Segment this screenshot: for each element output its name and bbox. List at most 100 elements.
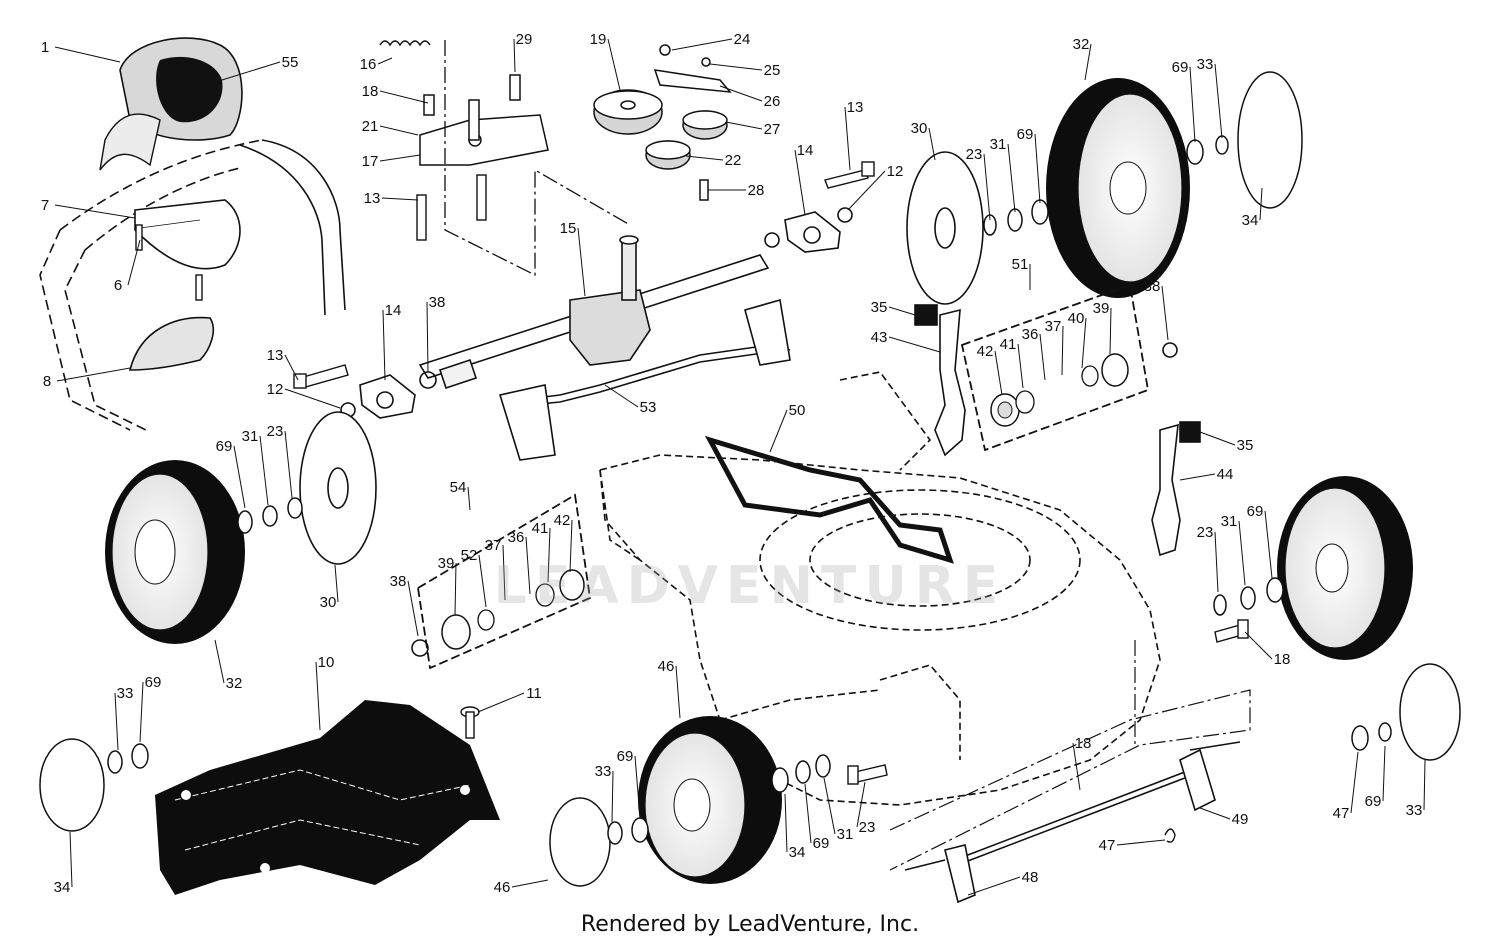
leader-line (1084, 43, 1092, 81)
leader-line (284, 354, 299, 381)
control-housing (99, 37, 243, 171)
leader-line (671, 38, 733, 51)
leader-line (379, 125, 419, 136)
leader-line (1179, 473, 1216, 481)
part-number-label: 35 (871, 299, 888, 316)
leader-line (315, 661, 321, 731)
part-number-label: 14 (385, 302, 402, 319)
part-number-label: 30 (911, 120, 928, 137)
leader-line (611, 770, 614, 823)
leader-line (1189, 66, 1196, 143)
leader-line (888, 306, 916, 316)
part-number-label: 41 (1000, 336, 1017, 353)
part-number-label: 69 (1365, 793, 1382, 810)
leader-line (454, 562, 457, 616)
leader-line (804, 783, 812, 844)
rear-height-adjuster (914, 304, 966, 457)
leader-line (983, 153, 991, 221)
leader-line (634, 755, 641, 819)
mounting-plate (134, 199, 241, 270)
leader-line (502, 544, 506, 601)
part-number-label: 35 (1237, 437, 1254, 454)
leader-line (823, 777, 836, 835)
part-number-label: 22 (725, 152, 742, 169)
part-number-label: 29 (516, 31, 533, 48)
part-number-label: 13 (364, 190, 381, 207)
part-number-label: 26 (764, 93, 781, 110)
leader-line (233, 445, 246, 509)
hub-caps (39, 71, 1461, 887)
part-number-label: 55 (282, 54, 299, 71)
part-number-label: 32 (1073, 36, 1090, 53)
mower-deck (599, 371, 1161, 806)
part-number-label: 69 (1017, 126, 1034, 143)
part-number-label: 50 (789, 402, 806, 419)
part-number-label: 10 (318, 654, 335, 671)
part-number-label: 69 (145, 674, 162, 691)
leader-line (569, 519, 573, 573)
leader-line (1214, 531, 1219, 593)
leader-line (1199, 807, 1231, 820)
leader-line (511, 879, 549, 888)
gear-kit-51 (960, 283, 1150, 452)
leader-line (607, 38, 621, 91)
leader-line (1039, 333, 1046, 381)
shield-screw (460, 706, 480, 739)
handle-cover (128, 316, 215, 371)
part-number-label: 46 (494, 879, 511, 896)
part-number-label: 12 (267, 381, 284, 398)
leader-line (928, 127, 936, 161)
leader-line (139, 681, 144, 743)
wheel-front-left (638, 716, 782, 884)
part-number-label: 34 (789, 844, 806, 861)
leader-line (1350, 751, 1359, 814)
leader-line (719, 85, 763, 102)
part-number-label: 28 (748, 182, 765, 199)
leader-line (856, 781, 866, 828)
leader-line (784, 793, 788, 853)
part-number-label: 38 (1144, 278, 1161, 295)
leader-line (1081, 317, 1087, 369)
part-number-label: 36 (1022, 326, 1039, 343)
part-number-label: 33 (1406, 802, 1423, 819)
leader-line (1017, 343, 1024, 389)
leader-line (513, 38, 516, 73)
part-number-label: 33 (595, 763, 612, 780)
part-number-label: 46 (658, 658, 675, 675)
hairpin-clip (1164, 828, 1176, 843)
axle-bolts (847, 619, 1249, 785)
footer-credit: Rendered by LeadVenture, Inc. (580, 912, 920, 937)
part-number-label: 36 (508, 529, 525, 546)
part-number-label: 27 (764, 121, 781, 138)
leader-line (1072, 742, 1081, 791)
part-number-label: 31 (837, 826, 854, 843)
part-number-label: 49 (1232, 811, 1249, 828)
bracket-assembly (379, 40, 549, 166)
retaining-rings (340, 207, 1178, 657)
leader-line (1199, 431, 1236, 446)
part-number-label: 31 (990, 136, 1007, 153)
wheel-front-right (1277, 476, 1413, 660)
wheel-rear-left (105, 460, 245, 644)
leader-line (685, 155, 724, 161)
part-number-label: 8 (43, 373, 51, 390)
gear-kit-54 (417, 493, 591, 670)
idler-arm (653, 44, 732, 201)
leader-line (847, 170, 886, 211)
cable-dash-box (444, 40, 631, 277)
part-number-label: 18 (362, 83, 379, 100)
part-number-label: 15 (560, 220, 577, 237)
leader-line (1109, 307, 1112, 355)
leader-line (577, 227, 586, 297)
transmission-axle (418, 235, 770, 390)
bolts (135, 224, 203, 301)
leader-line (547, 527, 551, 583)
part-number-label: 43 (871, 329, 888, 346)
front-axle-dash-frame (889, 640, 1251, 871)
part-number-label: 69 (813, 835, 830, 852)
part-number-label: 51 (1012, 256, 1029, 273)
leader-line (259, 435, 269, 506)
part-number-label: 7 (41, 197, 49, 214)
part-number-label: 31 (242, 428, 259, 445)
